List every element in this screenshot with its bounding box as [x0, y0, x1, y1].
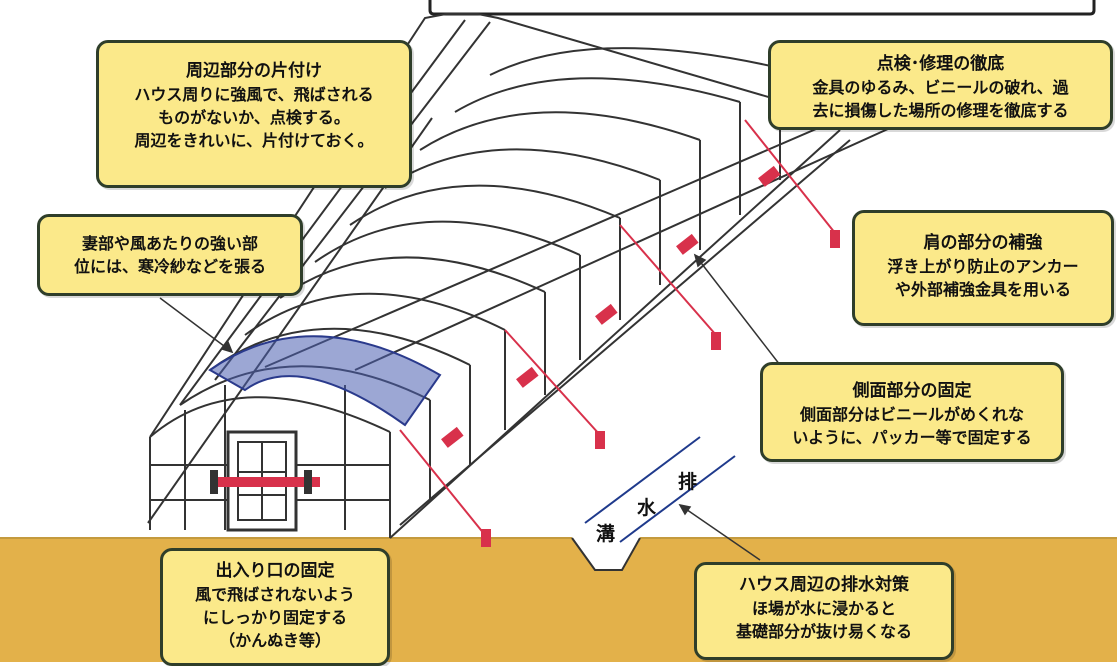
pointer-arrows	[159, 253, 781, 561]
callout-drainage: ハウス周辺の排水対策 ほ場が水に浸かると 基礎部分が抜け易くなる	[694, 562, 954, 660]
callout-side-line: いように、パッカー等で固定する	[792, 428, 1032, 447]
callout-surroundings: 周辺部分の片付け ハウス周りに強風で、飛ばされる ものがないか、点検する。 周辺…	[96, 40, 412, 188]
gable-netting	[208, 335, 442, 427]
callout-entrance-line: にしっかり固定する	[202, 608, 347, 627]
callout-entrance-line: （かんぬき等）	[219, 631, 331, 650]
callout-shoulder: 肩の部分の補強 浮き上がり防止のアンカー や外部補強金具を用いる	[852, 210, 1114, 326]
callout-inspection-line: 去に損傷した場所の修理を徹底する	[812, 101, 1069, 120]
callout-shoulder-line: や外部補強金具を用いる	[894, 280, 1071, 299]
callout-shoulder-line: 浮き上がり防止のアンカー	[887, 257, 1079, 276]
callout-side-line: 側面部分はビニールがめくれな	[799, 405, 1024, 424]
callout-surroundings-line: ハウス周りに強風で、飛ばされる	[134, 85, 374, 104]
canal-line-lower	[619, 455, 736, 543]
callout-gable: 妻部や風あたりの強い部 位には、寒冷紗などを張る	[37, 214, 303, 296]
callout-drainage-line: 基礎部分が抜け易くなる	[735, 622, 912, 641]
canal-label-char: 排	[678, 471, 698, 493]
entrance-door	[210, 430, 320, 532]
callout-drainage-line: ほ場が水に浸かると	[751, 599, 896, 618]
callout-inspection-line: 金具のゆるみ、ビニールの破れ、過	[812, 78, 1069, 97]
callout-inspection-title: 点検･修理の徹底	[876, 54, 1005, 74]
callout-entrance: 出入り口の固定 風で飛ばされないよう にしっかり固定する （かんぬき等）	[160, 548, 390, 666]
canal-label-char: 溝	[596, 523, 616, 545]
callout-shoulder-title: 肩の部分の補強	[923, 233, 1043, 253]
callout-surroundings-title: 周辺部分の片付け	[186, 61, 322, 81]
callout-surroundings-line: ものがないか、点検する。	[158, 108, 350, 127]
canal-label-char: 水	[637, 497, 657, 519]
callout-drainage-title: ハウス周辺の排水対策	[739, 575, 909, 595]
callout-side: 側面部分の固定 側面部分はビニールがめくれな いように、パッカー等で固定する	[760, 362, 1064, 462]
drainage-ditch	[571, 537, 641, 571]
callout-surroundings-line: 周辺をきれいに、片付けておく。	[134, 131, 374, 150]
top-frame-border	[428, 0, 1096, 16]
callout-entrance-line: 風で飛ばされないよう	[195, 585, 355, 604]
callout-side-title: 側面部分の固定	[852, 381, 972, 401]
callout-gable-line: 妻部や風あたりの強い部	[81, 234, 258, 253]
callout-entrance-title: 出入り口の固定	[215, 561, 335, 581]
callout-inspection: 点検･修理の徹底 金具のゆるみ、ビニールの破れ、過 去に損傷した場所の修理を徹底…	[768, 40, 1113, 130]
canal-line-upper	[584, 436, 701, 524]
greenhouse-frame	[147, 13, 931, 539]
callout-gable-line: 位には、寒冷紗などを張る	[73, 257, 266, 276]
anchors	[399, 119, 840, 547]
